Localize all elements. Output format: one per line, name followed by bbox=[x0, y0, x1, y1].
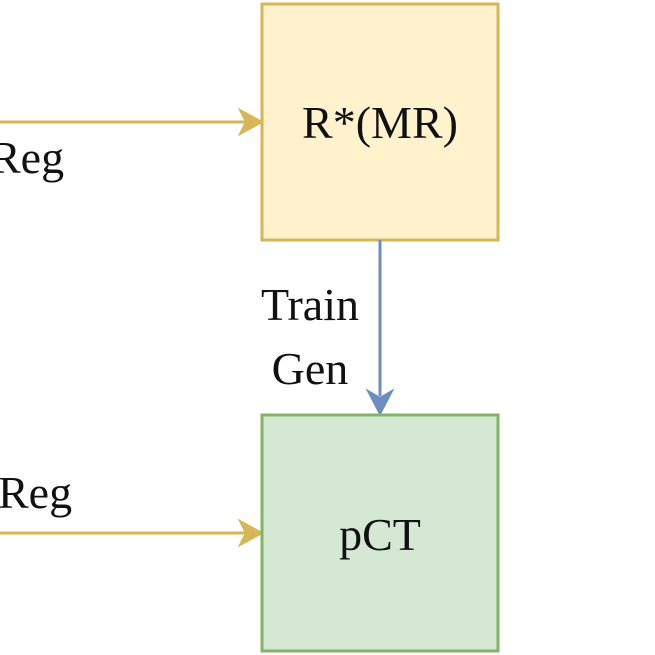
r-mr-label: R*(MR) bbox=[302, 97, 458, 148]
reg-arrow-top-head bbox=[237, 107, 265, 137]
train-gen-arrow-head bbox=[365, 388, 395, 417]
reg-arrow-bottom-head bbox=[237, 518, 265, 548]
gen-label: Gen bbox=[272, 343, 349, 394]
r-mr-box[interactable] bbox=[260, 2, 500, 242]
pct-box[interactable] bbox=[260, 413, 500, 653]
reg-label-bottom: Reg bbox=[0, 467, 72, 518]
reg-label-top: Reg bbox=[0, 132, 64, 183]
reg-arrow-bottom bbox=[0, 518, 265, 548]
reg-arrow-top bbox=[0, 107, 265, 137]
train-gen-arrow bbox=[365, 240, 395, 417]
pct-label: pCT bbox=[339, 509, 421, 560]
train-label: Train bbox=[261, 279, 359, 330]
